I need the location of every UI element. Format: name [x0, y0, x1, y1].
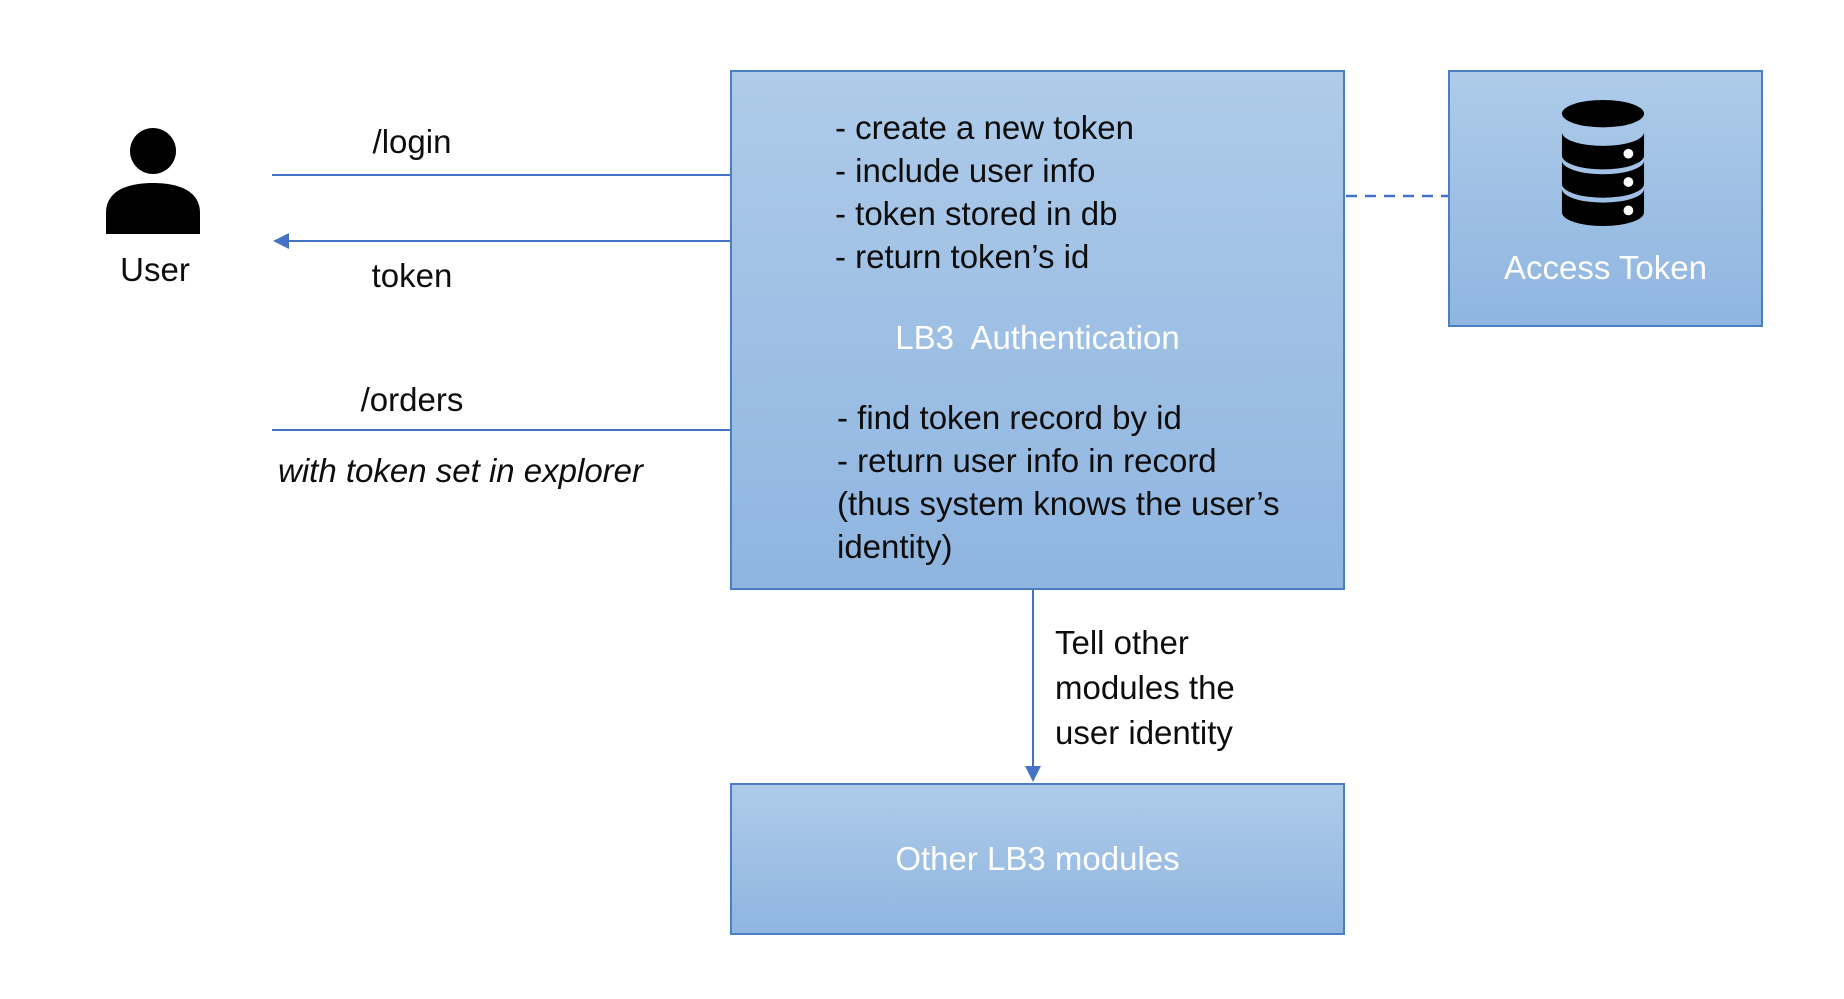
auth-box-title: LB3 Authentication [895, 319, 1180, 356]
tell-note: Tell other modules the user identity [1055, 620, 1235, 755]
step-line: - include user info [835, 152, 1096, 189]
orders-arrow [272, 422, 781, 438]
step-line: identity) [837, 528, 953, 565]
token-response-label: token [371, 257, 453, 294]
database-icon [1560, 99, 1646, 228]
auth-login-steps: - create a new token - include user info… [835, 106, 1134, 278]
step-line: - return user info in record [837, 442, 1217, 479]
person-icon [103, 127, 203, 234]
tell-note-line: user identity [1055, 714, 1233, 751]
orders-request-label: /orders [360, 381, 464, 418]
auth-orders-steps: - find token record by id - return user … [837, 396, 1280, 568]
token-return-arrow [273, 233, 788, 249]
orders-note: with token set in explorer [278, 452, 644, 489]
step-line: - find token record by id [837, 399, 1182, 436]
step-line: - create a new token [835, 109, 1134, 146]
access-token-box: Access Token [1448, 70, 1763, 327]
step-line: - return token’s id [835, 238, 1090, 275]
step-line: (thus system knows the user’s [837, 485, 1280, 522]
login-request-label: /login [372, 123, 452, 160]
tell-note-line: Tell other [1055, 624, 1189, 661]
user-label: User [120, 251, 190, 288]
other-modules-label: Other LB3 modules [895, 840, 1180, 877]
login-arrow [272, 167, 790, 183]
tell-note-line: modules the [1055, 669, 1235, 706]
lb3-authentication-box: - create a new token - include user info… [730, 70, 1345, 590]
step-line: - token stored in db [835, 195, 1118, 232]
other-modules-box: Other LB3 modules [730, 783, 1345, 935]
access-token-label: Access Token [1504, 249, 1707, 286]
